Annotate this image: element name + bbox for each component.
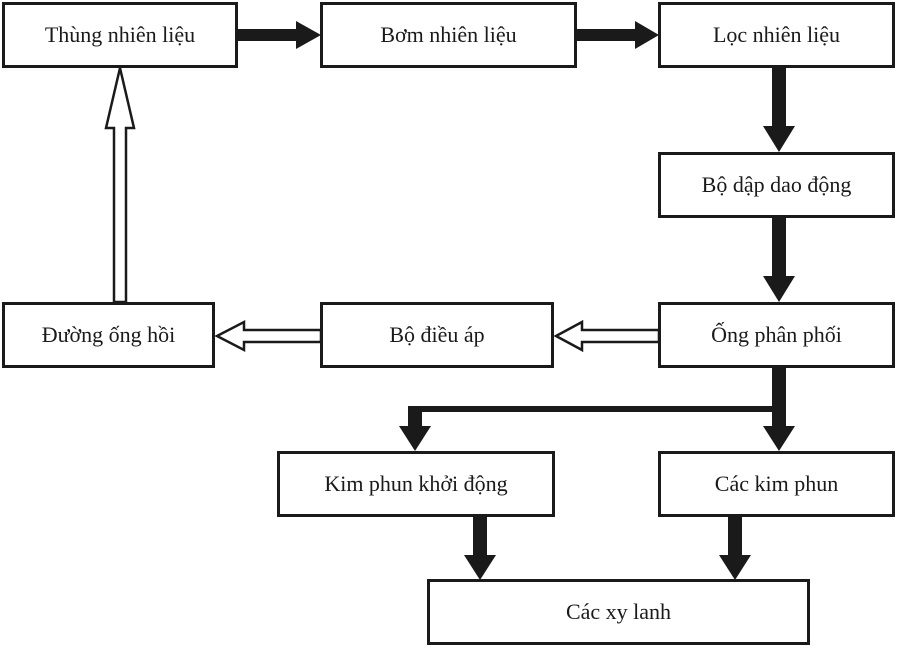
arrow-injectors-to-cylinders	[719, 517, 751, 580]
node-cold-start-injector: Kim phun khởi động	[277, 451, 555, 517]
node-fuel-pump: Bơm nhiên liệu	[320, 2, 577, 68]
arrow-damper-to-distributor	[763, 218, 795, 302]
node-fuel-distributor-label: Ống phân phối	[711, 322, 842, 347]
node-pulsation-damper-label: Bộ dập dao động	[701, 172, 852, 197]
node-fuel-tank-label: Thùng nhiên liệu	[44, 22, 196, 47]
node-fuel-pump-label: Bơm nhiên liệu	[380, 22, 517, 47]
arrow-pump-to-filter	[577, 21, 659, 49]
node-injectors-label: Các kim phun	[714, 471, 839, 496]
arrow-tank-to-pump	[238, 21, 321, 49]
arrow-distributor-to-injectors	[763, 368, 795, 451]
node-pressure-regulator: Bộ điều áp	[320, 302, 554, 368]
node-return-line: Đường ống hồi	[2, 302, 215, 368]
node-fuel-distributor: Ống phân phối	[658, 302, 895, 368]
arrow-filter-to-damper	[763, 68, 795, 152]
arrow-regulator-to-return-line	[214, 319, 323, 353]
node-cold-start-injector-label: Kim phun khởi động	[324, 471, 508, 496]
node-cylinders-label: Các xy lanh	[565, 599, 672, 624]
arrow-cold-start-injector-to-cylinders	[464, 517, 496, 580]
node-fuel-tank: Thùng nhiên liệu	[2, 2, 238, 68]
arrow-distributor-to-regulator	[553, 319, 661, 353]
node-fuel-filter-label: Lọc nhiên liệu	[712, 22, 841, 47]
node-cylinders: Các xy lanh	[427, 579, 810, 645]
arrow-return-line-to-fuel-tank	[104, 67, 136, 304]
node-pulsation-damper: Bộ dập dao động	[658, 152, 895, 218]
arrow-distributor-to-cold-start-injector	[399, 406, 779, 451]
node-injectors: Các kim phun	[658, 451, 895, 517]
node-fuel-filter: Lọc nhiên liệu	[658, 2, 895, 68]
node-return-line-label: Đường ống hồi	[41, 322, 176, 347]
node-pressure-regulator-label: Bộ điều áp	[389, 322, 485, 347]
